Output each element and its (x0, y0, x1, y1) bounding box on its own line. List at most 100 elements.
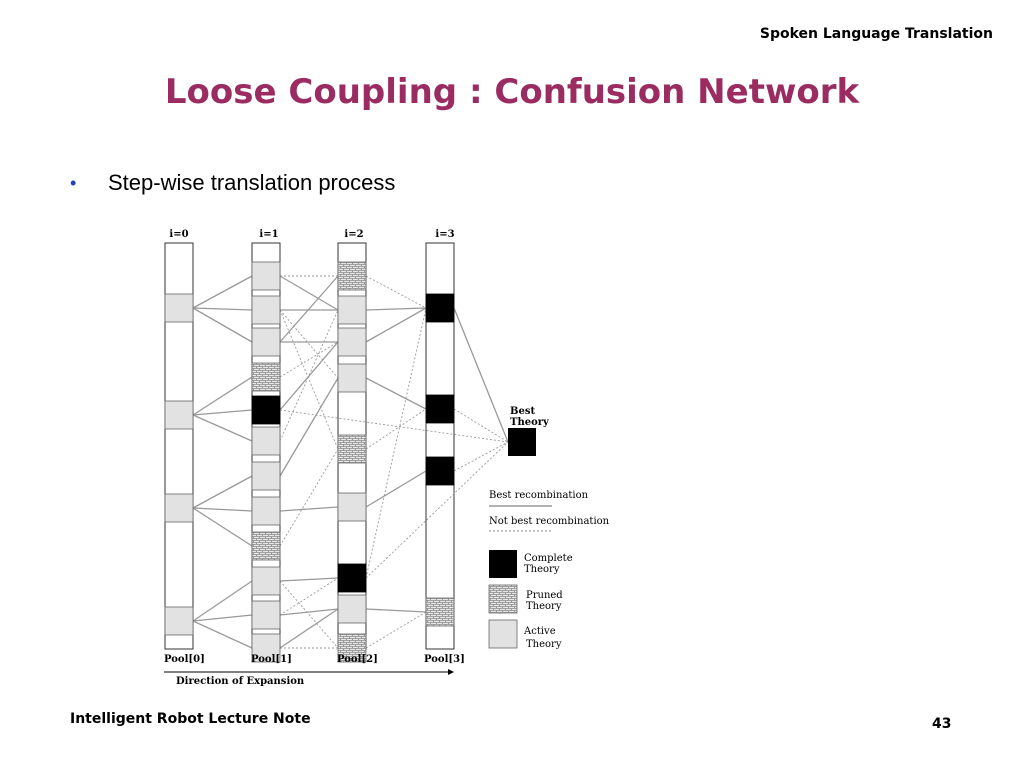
pool-label-2: Pool[2] (337, 654, 378, 665)
pool-label-0: Pool[0] (164, 654, 205, 665)
complete-theory-node (337, 563, 367, 593)
active-theory-node (251, 261, 281, 291)
page-number: 43 (932, 716, 952, 732)
not-best-recombination-edge (279, 409, 509, 443)
active-theory-node (164, 293, 194, 323)
legend-active-label-2: Theory (526, 639, 562, 650)
best-recombination-edge (279, 506, 339, 512)
best-recombination-edge (279, 341, 339, 411)
legend-pruned-swatch (488, 584, 518, 614)
active-theory-node (251, 295, 281, 325)
best-recombination-edge (192, 507, 253, 547)
legend-active-swatch (488, 619, 518, 649)
pool-label-1: Pool[1] (251, 654, 292, 665)
best-recombination-edge (192, 307, 253, 311)
legend-active-label-1: Active (523, 626, 556, 637)
best-recombination-edge (192, 507, 253, 512)
best-recombination-edge (192, 307, 253, 343)
not-best-recombination-edge (279, 448, 339, 547)
not-best-recombination-edge (279, 309, 339, 379)
legend-pruned-label-1: Pruned (526, 590, 563, 601)
best-recombination-edge (192, 275, 253, 309)
best-recombination-edge (365, 307, 427, 311)
legend-complete-label-1: Complete (524, 553, 573, 564)
best-recombination-edge (279, 608, 339, 616)
best-recombination-edge (279, 377, 339, 477)
best-recombination-edge (192, 475, 253, 509)
best-recombination-edge (279, 275, 339, 343)
best-recombination-edge (279, 275, 339, 311)
best-recombination-edge (192, 620, 253, 649)
footer-course-name: Intelligent Robot Lecture Note (70, 711, 311, 727)
best-recombination-edge (365, 307, 427, 343)
not-best-recombination-edge (453, 441, 509, 472)
not-best-recombination-edge (279, 309, 339, 450)
active-theory-node (251, 327, 281, 357)
column-header-0: i=0 (169, 229, 188, 240)
best-recombination-edge (192, 409, 253, 416)
best-recombination-edge (279, 608, 339, 649)
bullet-dot-icon: • (70, 172, 77, 193)
pruned-theory-node (425, 597, 455, 627)
not-best-recombination-edge (453, 408, 509, 443)
pruned-theory-node (337, 434, 367, 464)
active-theory-node (164, 606, 194, 636)
active-theory-node (251, 566, 281, 596)
direction-arrow-icon (448, 669, 454, 675)
best-recombination-edge (192, 376, 253, 416)
bullet-item: • Step-wise translation process (70, 170, 395, 196)
best-recombination-edge (279, 577, 339, 582)
pool-label-3: Pool[3] (424, 654, 465, 665)
best-theory-label-1: Best (510, 406, 535, 417)
active-theory-node (251, 600, 281, 630)
pruned-theory-node (251, 362, 281, 392)
best-recombination-edge (192, 414, 253, 442)
best-theory-label-2: Theory (510, 417, 550, 428)
complete-theory-node (425, 394, 455, 424)
legend-pruned-label-2: Theory (526, 601, 562, 612)
active-theory-node (337, 363, 367, 393)
legend-complete-swatch (489, 550, 517, 578)
best-recombination-edge (192, 580, 253, 622)
pruned-theory-node (251, 531, 281, 561)
slide-title: Loose Coupling : Confusion Network (164, 72, 860, 112)
bullet-text: Step-wise translation process (108, 170, 396, 195)
not-best-recombination-edge (365, 441, 509, 579)
legend-best-recombination-label: Best recombination (489, 490, 589, 501)
column-header-3: i=3 (435, 229, 454, 240)
not-best-recombination-edge (279, 577, 339, 616)
column-header-1: i=1 (259, 229, 278, 240)
legend-not-best-label: Not best recombination (489, 516, 610, 527)
active-theory-node (164, 493, 194, 523)
best-recombination-edge (365, 608, 427, 613)
active-theory-node (251, 496, 281, 526)
complete-theory-node (251, 395, 281, 425)
active-theory-node (337, 492, 367, 522)
direction-label: Direction of Expansion (176, 676, 305, 687)
complete-theory-node (425, 456, 455, 486)
active-theory-node (164, 400, 194, 430)
active-theory-node (251, 633, 281, 663)
active-theory-node (337, 327, 367, 357)
legend-complete-label-2: Theory (524, 564, 560, 575)
active-theory-node (251, 461, 281, 491)
not-best-recombination-edge (365, 275, 427, 309)
not-best-recombination-edge (365, 307, 427, 579)
best-recombination-edge (453, 307, 509, 443)
best-theory-node (508, 428, 536, 456)
not-best-recombination-edge (279, 341, 339, 378)
complete-theory-node (425, 293, 455, 323)
pruned-theory-node (337, 261, 367, 291)
pruned-theory-node (337, 633, 367, 663)
slide-header: Spoken Language Translation (759, 26, 993, 42)
best-recombination-edge (365, 470, 427, 508)
active-theory-node (337, 295, 367, 325)
active-theory-node (337, 594, 367, 624)
not-best-recombination-edge (365, 611, 427, 649)
not-best-recombination-edge (365, 408, 427, 450)
column-header-2: i=2 (344, 229, 363, 240)
best-recombination-edge (192, 614, 253, 622)
best-recombination-edge (365, 377, 427, 410)
active-theory-node (251, 426, 281, 456)
